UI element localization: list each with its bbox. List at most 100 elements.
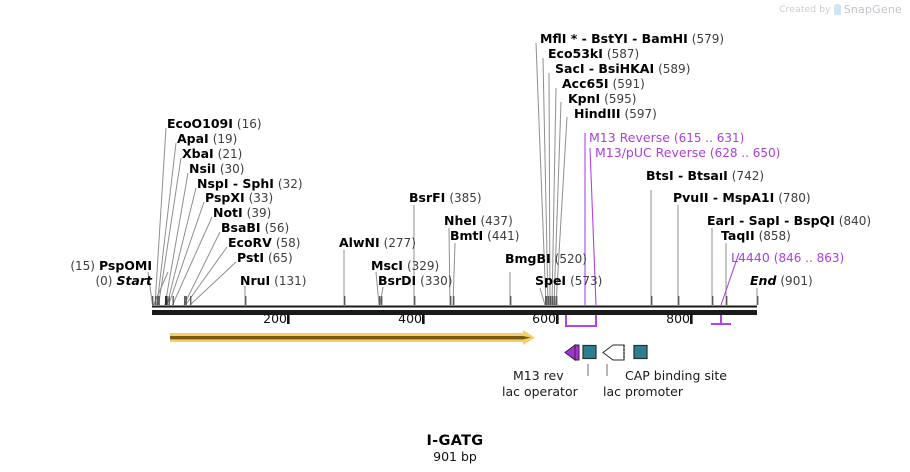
primer-name: M13/pUC Reverse [595,145,706,160]
enzyme-name: PstI [237,250,265,265]
feature-label-connectors [587,364,608,376]
enzyme-label-psti[interactable]: PstI (65) [237,251,293,265]
sequence-end-label[interactable]: End (901) [750,274,813,288]
feature-label-lac-promoter[interactable]: lac promoter [603,384,683,399]
enzyme-label-taqii[interactable]: TaqII (858) [721,229,791,243]
enzyme-label-apai[interactable]: ApaI (19) [177,132,237,146]
enzyme-position: (329) [406,259,440,273]
enzyme-label-bmgbi[interactable]: BmgBI (520) [505,252,587,266]
axis-tick-label: 600 [532,311,556,326]
enzyme-label-msci[interactable]: MscI (329) [371,259,439,273]
primer-name: L4440 [731,250,770,265]
enzyme-name: PvuII - MspA1I [673,190,775,205]
enzyme-label-bmti[interactable]: BmtI (441) [450,229,519,243]
enzyme-position: (30) [219,162,245,176]
orf-arrow-icon [170,330,535,345]
enzyme-position: (19) [212,132,238,146]
enzyme-label-nhei[interactable]: NheI (437) [444,214,513,228]
enzyme-name: NsiI [189,161,216,176]
enzyme-name: BsaBI [221,220,261,235]
enzyme-label-bsrdi[interactable]: BsrDI (330) [378,274,452,288]
primer-label-m13-reverse[interactable]: M13 Reverse (615 .. 631) [589,131,744,145]
enzyme-position: (56) [264,221,290,235]
enzyme-label-eari-sapi-bspqi[interactable]: EarI - SapI - BspQI (840) [707,214,871,228]
enzyme-label-eco53ki[interactable]: Eco53kI (587) [548,47,639,61]
primer-name: M13 Reverse [589,130,670,145]
enzyme-name: MflI * - BstYI - BamHI [540,31,688,46]
feature-label-m13-rev[interactable]: M13 rev [513,368,564,383]
feature-label-lac-operator[interactable]: lac operator [502,384,578,399]
enzyme-name: EarI - SapI - BspQI [707,213,835,228]
primer-range: (846 .. 863) [773,251,845,265]
enzyme-label-kpni[interactable]: KpnI (595) [568,92,636,106]
enzyme-name: TaqII [721,228,755,243]
enzyme-name: BsrFI [409,190,446,205]
enzyme-label-nspi-sphi[interactable]: NspI - SphI (32) [197,177,303,191]
primer-label-m13-puc-reverse[interactable]: M13/pUC Reverse (628 .. 650) [595,146,780,160]
enzyme-label-bsabi[interactable]: BsaBI (56) [221,221,289,235]
enzyme-label-saci-bsihkai[interactable]: SacI - BsiHKAI (589) [555,62,690,76]
enzyme-position: (742) [731,169,765,183]
enzyme-name: PspOMI [98,258,152,273]
enzyme-position: (277) [383,236,416,250]
enzyme-position: (16) [236,117,262,131]
enzyme-name: KpnI [568,91,601,106]
watermark-brand: SnapGene [843,3,902,16]
enzyme-name: NruI [240,273,271,288]
enzyme-position: (32) [277,177,303,191]
enzyme-name: ApaI [177,131,209,146]
leader-fan-mcs [535,42,568,306]
enzyme-position: (591) [612,77,645,91]
enzyme-name: SpeI [535,273,567,288]
enzyme-name: XbaI [182,146,214,161]
enzyme-label-nrui[interactable]: NruI (131) [240,274,306,288]
enzyme-label-bsrfi[interactable]: BsrFI (385) [409,191,482,205]
enzyme-label-nsii[interactable]: NsiI (30) [189,162,244,176]
enzyme-label-ecoo109i[interactable]: EcoO109I (16) [167,117,262,131]
enzyme-position: (33) [248,191,274,205]
enzyme-label-ecorv[interactable]: EcoRV (58) [228,236,300,250]
enzyme-name: NspI - SphI [197,176,274,191]
enzyme-position: (573) [570,274,603,288]
sequence-start-label[interactable]: (0) Start [95,274,152,288]
axis-tick-label: 400 [398,311,422,326]
enzyme-position: (579) [691,32,725,46]
enzyme-label-pspomi[interactable]: (15) PspOMI [70,259,152,273]
enzyme-name: BtsI - BtsaıI [646,168,728,183]
enzyme-label-pspxi[interactable]: PspXI (33) [205,191,273,205]
enzyme-name: AlwNI [339,235,380,250]
feature-label-cap-binding-site[interactable]: CAP binding site [625,368,727,383]
primer-label-l4440[interactable]: L4440 (846 .. 863) [731,251,844,265]
sequence-length-label: 901 bp [433,449,477,464]
enzyme-label-alwni[interactable]: AlwNI (277) [339,236,416,250]
enzyme-position: (858) [758,229,791,243]
feature-glyphs [564,344,648,361]
enzyme-name: SacI - BsiHKAI [555,61,655,76]
enzyme-label-mfli-bstyi-bamhi[interactable]: MflI * - BstYI - BamHI (579) [540,32,724,46]
enzyme-label-btsi-btsai[interactable]: BtsI - BtsaıI (742) [646,169,764,183]
snapgene-logo-icon [833,4,841,15]
enzyme-label-acc65i[interactable]: Acc65I (591) [562,77,645,91]
primer-range: (628 .. 650) [709,146,781,160]
enzyme-label-hindiii[interactable]: HindIII (597) [574,107,657,121]
leader-lines [147,127,237,306]
enzyme-position: (780) [778,191,811,205]
enzyme-label-xbai[interactable]: XbaI (21) [182,147,242,161]
enzyme-position: (597) [624,107,657,121]
enzyme-label-pvuii-mspa1i[interactable]: PvuII - MspA1I (780) [673,191,811,205]
sequence-backbone [152,305,757,315]
enzyme-position: (589) [658,62,691,76]
enzyme-name: NotI [213,205,243,220]
restriction-site-ticks [152,296,759,305]
axis-tick-label: 200 [263,311,287,326]
enzyme-label-spei[interactable]: SpeI (573) [535,274,602,288]
primer-range-brackets [565,315,731,327]
enzyme-position: (330) [420,274,453,288]
enzyme-name: Eco53kI [548,46,603,61]
enzyme-position: (39) [246,206,272,220]
leader-stubs [244,190,758,306]
enzyme-label-noti[interactable]: NotI (39) [213,206,271,220]
enzyme-name: NheI [444,213,477,228]
enzyme-position: (520) [554,252,587,266]
